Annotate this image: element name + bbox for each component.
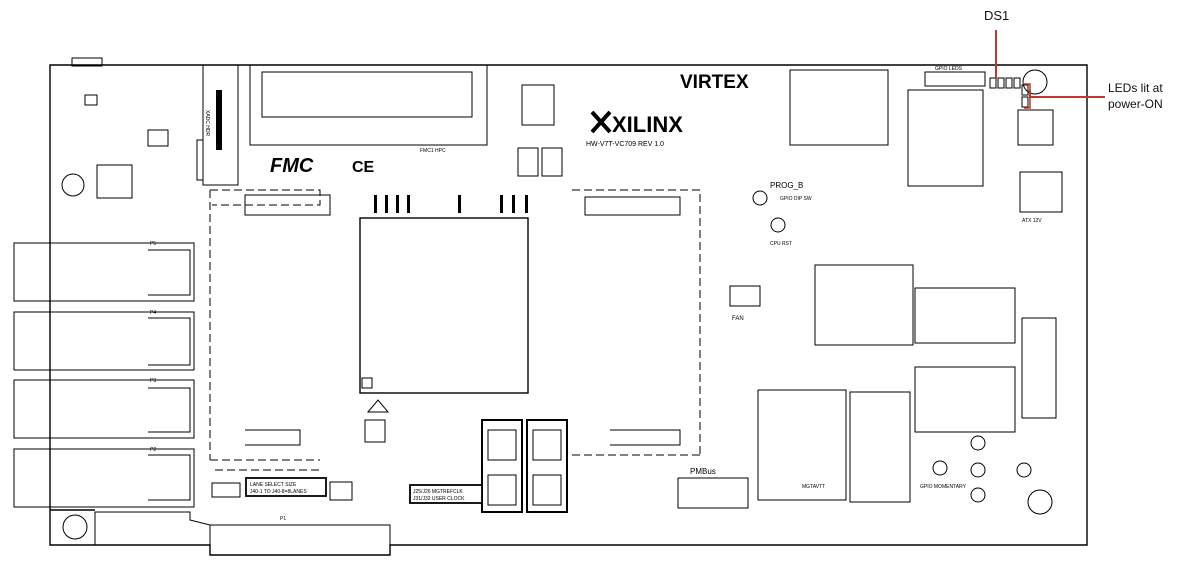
j42-part	[329, 481, 353, 501]
regulator-stack-1	[757, 389, 847, 501]
xilinx-logo-icon	[590, 110, 612, 134]
ic-left-small	[84, 94, 98, 106]
lane-select-box	[245, 477, 327, 497]
cpu-rst-button	[770, 217, 786, 233]
svg-text:P3: P3	[150, 378, 156, 384]
fmc1-hpc-connector	[249, 64, 488, 146]
prog-b-label: PROG_B	[770, 181, 803, 190]
sfp-cage-p5: P5	[13, 241, 195, 302]
j32-connector	[532, 474, 562, 506]
capacitors-row-top	[374, 195, 528, 213]
mgtrefclk-label: J25/J26 MGTREFCLK	[413, 489, 463, 495]
fmc1-hpc-inner	[261, 71, 473, 118]
svg-text:P4: P4	[150, 310, 156, 316]
xadc-header-pins	[216, 90, 222, 150]
pmbus-connector	[677, 477, 749, 509]
gpio-button-4	[1016, 462, 1032, 478]
virtex-brand: VIRTEX	[680, 72, 749, 93]
xadc-label: XADC HDR	[204, 110, 210, 137]
sfp-cage-p4: P4	[13, 310, 195, 371]
pmbus-label: PMBus	[690, 467, 716, 476]
right-ic-cluster	[1021, 317, 1057, 419]
fmc-logo: FMC	[270, 155, 314, 177]
svg-text:P2: P2	[150, 447, 156, 453]
fmc1-hpc-label: FMC1 HPC	[420, 148, 446, 154]
j49-header	[211, 482, 241, 498]
power-leds-bracket	[1024, 83, 1031, 109]
fmc-left-bracket	[244, 194, 331, 446]
gpio-button-1	[932, 460, 948, 476]
j26-connector	[487, 474, 517, 506]
fmc-right-bracket	[584, 196, 681, 446]
mgtrefclk-box	[481, 419, 523, 513]
xilinx-brand: XILINX	[612, 112, 683, 137]
xadc-header	[202, 64, 239, 186]
sfp-cage-p2: P2	[13, 447, 195, 508]
pcie-edge-finger	[210, 524, 391, 545]
connector-top-left	[71, 57, 103, 67]
j19-block	[196, 139, 204, 181]
mount-hole-left	[61, 173, 85, 197]
gpio-leds-bar	[924, 71, 986, 87]
lane-select-label-2: J40-1 TO J40-8=8LANES	[250, 489, 307, 495]
sfp-cage-p3: P3	[13, 378, 195, 439]
mount-hole-bottom-right	[1027, 489, 1053, 515]
j43-part	[364, 419, 386, 443]
ic-left-small-2	[147, 129, 169, 147]
pcie-edge-notch	[94, 511, 211, 545]
regulator-big-1	[814, 264, 914, 346]
ic-right-pair-2	[541, 147, 563, 177]
gpio-momentary-label: GPIO MOMENTARY	[920, 484, 967, 490]
power-leds-callout-line	[1029, 90, 1105, 98]
j31-connector	[532, 429, 562, 461]
ds1-callout: DS1	[984, 8, 1010, 23]
gpio-button-2	[970, 435, 986, 451]
status-leds	[989, 77, 1029, 108]
fan-label: FAN	[732, 316, 744, 322]
gpio-button-3	[970, 462, 986, 478]
atx-label: ATX 12V	[1022, 218, 1042, 224]
fpga-pin1-marker	[361, 377, 373, 389]
pcie-label: P1	[280, 516, 286, 522]
fan-connector	[729, 285, 761, 307]
leds-lit-callout: LEDs lit at power-ON	[1108, 81, 1163, 111]
regulator-big-2	[914, 287, 1016, 344]
lane-select-label: LANE SELECT SIZE	[250, 482, 297, 488]
prog-b-button	[752, 190, 768, 206]
usrclk-label: J31/J32 USER CLOCK	[413, 496, 465, 502]
ic-top-right	[907, 89, 984, 187]
ic-right-pair-1	[517, 147, 539, 177]
ce-mark: CE	[352, 159, 375, 176]
mgtavtt-label: MGTAVTT	[802, 484, 825, 490]
mount-hole-top-right	[1022, 69, 1048, 95]
board-outline	[49, 64, 1088, 556]
gpio-dip-label: GPIO DIP SW	[780, 196, 812, 202]
mgtrefclk-label-box	[409, 484, 483, 504]
fmc-right-outline	[572, 189, 701, 456]
fmc-left-outline	[209, 189, 321, 471]
gpio-button-5	[970, 487, 986, 503]
gpio-leds-label: GPIO LEDS	[935, 66, 963, 72]
svg-text:P5: P5	[150, 241, 156, 247]
j25-connector	[487, 429, 517, 461]
ic-u72-top	[789, 69, 889, 146]
fpga-virtex7	[359, 217, 529, 394]
regulator-stack-2	[849, 391, 911, 503]
ic-triangle-part	[366, 399, 390, 413]
mount-hole-bottom-left	[62, 514, 88, 540]
regulator-big-3	[914, 366, 1016, 433]
power-switch	[1017, 109, 1054, 146]
cpu-rst-label: CPU RST	[770, 241, 792, 247]
ic-u3	[521, 84, 555, 126]
ic-left-square	[96, 164, 133, 199]
atx-connector	[1019, 171, 1063, 213]
board-model: HW-V7T-VC709 REV 1.0	[586, 141, 664, 148]
user-clock-box	[526, 419, 568, 513]
